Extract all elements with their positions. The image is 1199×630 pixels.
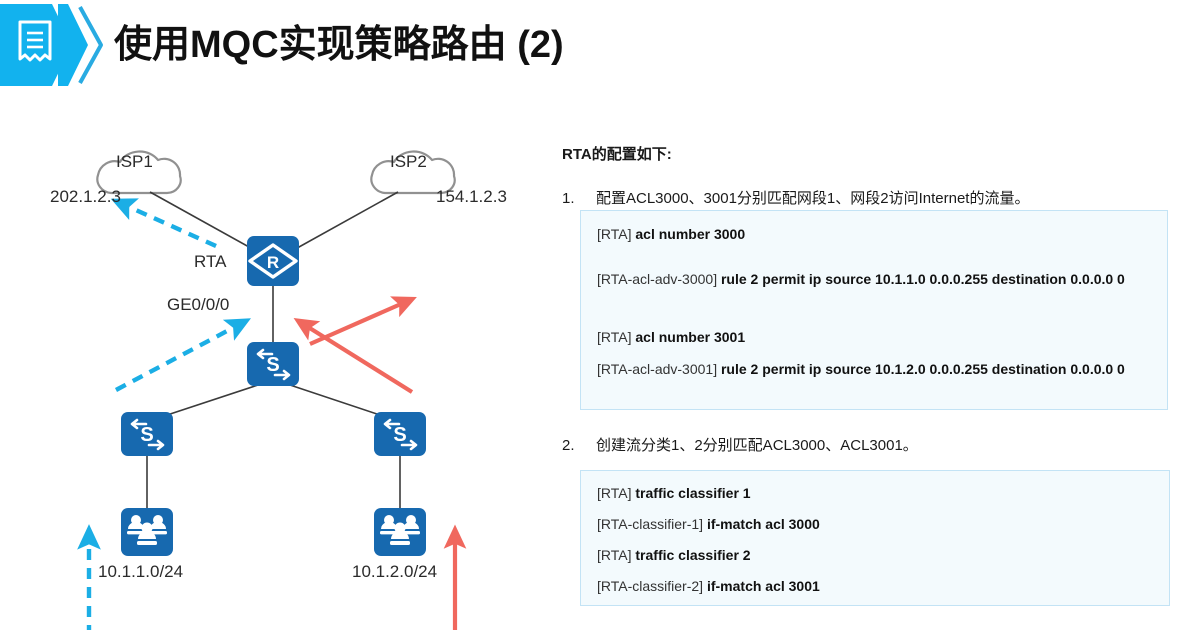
cloud-isp2	[370, 150, 456, 195]
flow-blue-group	[77, 198, 251, 630]
svg-text:R: R	[267, 253, 279, 272]
code-command: acl number 3001	[635, 329, 746, 345]
page-title: 使用MQC实现策略路由 (2)	[114, 24, 564, 66]
subnet-label-right: 10.1.2.0/24	[352, 562, 438, 581]
code-line: [RTA-classifier-1] if-match acl 3000	[597, 517, 820, 532]
code-line: [RTA] traffic classifier 2	[597, 548, 751, 563]
cloud-isp1	[96, 150, 182, 195]
step-number: 2.	[562, 437, 575, 454]
flow-red-group	[293, 296, 467, 630]
node-users-left	[121, 508, 173, 556]
svg-text:S: S	[140, 424, 153, 446]
code-prompt: [RTA-acl-adv-3001]	[597, 361, 718, 377]
code-prompt: [RTA]	[597, 485, 632, 501]
code-prompt: [RTA]	[597, 329, 632, 345]
step-number: 1.	[562, 190, 575, 207]
code-line: [RTA] traffic classifier 1	[597, 486, 751, 501]
node-switch-right: S	[374, 412, 426, 456]
chevron-right-icon	[78, 6, 103, 84]
document-receipt-icon	[18, 20, 52, 62]
code-line: [RTA-acl-adv-3000] rule 2 permit ip sour…	[597, 261, 1153, 297]
network-diagram: R S S S	[0, 100, 545, 630]
code-block-acl-config: [RTA] acl number 3000 [RTA-acl-adv-3000]…	[580, 210, 1168, 410]
code-prompt: [RTA-classifier-1]	[597, 516, 704, 532]
cloud-label-isp2: ISP2	[390, 152, 427, 171]
node-switch-core: S	[247, 342, 299, 386]
code-command: if-match acl 3000	[706, 516, 820, 532]
code-block-classifier-config: [RTA] traffic classifier 1 [RTA-classifi…	[580, 470, 1170, 606]
step-text: 创建流分类1、2分别匹配ACL3000、ACL3001。	[596, 437, 918, 454]
panel-heading: RTA的配置如下:	[562, 146, 672, 163]
code-line: [RTA] acl number 3001	[597, 330, 745, 345]
code-line: [RTA-acl-adv-3001] rule 2 permit ip sour…	[597, 351, 1153, 387]
code-command: acl number 3000	[635, 226, 746, 242]
interface-label-ge000: GE0/0/0	[167, 295, 230, 314]
cloud-label-isp1: ISP1	[116, 152, 153, 171]
code-command: traffic classifier 1	[635, 485, 751, 501]
code-prompt: [RTA]	[597, 547, 632, 563]
code-prompt: [RTA-acl-adv-3000]	[597, 271, 718, 287]
ip-label-isp1: 202.1.2.3	[50, 187, 121, 206]
code-prompt: [RTA]	[597, 226, 632, 242]
code-line: [RTA] acl number 3000	[597, 227, 745, 242]
node-users-right	[374, 508, 426, 556]
slide-header: 使用MQC实现策略路由 (2)	[0, 0, 1199, 95]
svg-text:S: S	[266, 354, 279, 376]
step-text: 配置ACL3000、3001分别匹配网段1、网段2访问Internet的流量。	[596, 190, 1030, 207]
node-router-rta: R	[247, 236, 299, 286]
code-command: rule 2 permit ip source 10.1.1.0 0.0.0.2…	[720, 271, 1125, 287]
code-line: [RTA-classifier-2] if-match acl 3001	[597, 579, 820, 594]
subnet-label-left: 10.1.1.0/24	[98, 562, 184, 581]
svg-text:S: S	[393, 424, 406, 446]
code-command: rule 2 permit ip source 10.1.2.0 0.0.0.2…	[720, 361, 1125, 377]
node-switch-left: S	[121, 412, 173, 456]
code-prompt: [RTA-classifier-2]	[597, 578, 704, 594]
step-item-1: 1. 配置ACL3000、3001分别匹配网段1、网段2访问Internet的流量…	[562, 187, 1029, 208]
code-command: if-match acl 3001	[706, 578, 820, 594]
code-command: traffic classifier 2	[635, 547, 751, 563]
step-item-2: 2. 创建流分类1、2分别匹配ACL3000、ACL3001。	[562, 434, 918, 455]
ip-label-isp2: 154.1.2.3	[436, 187, 507, 206]
router-label-rta: RTA	[194, 252, 227, 271]
